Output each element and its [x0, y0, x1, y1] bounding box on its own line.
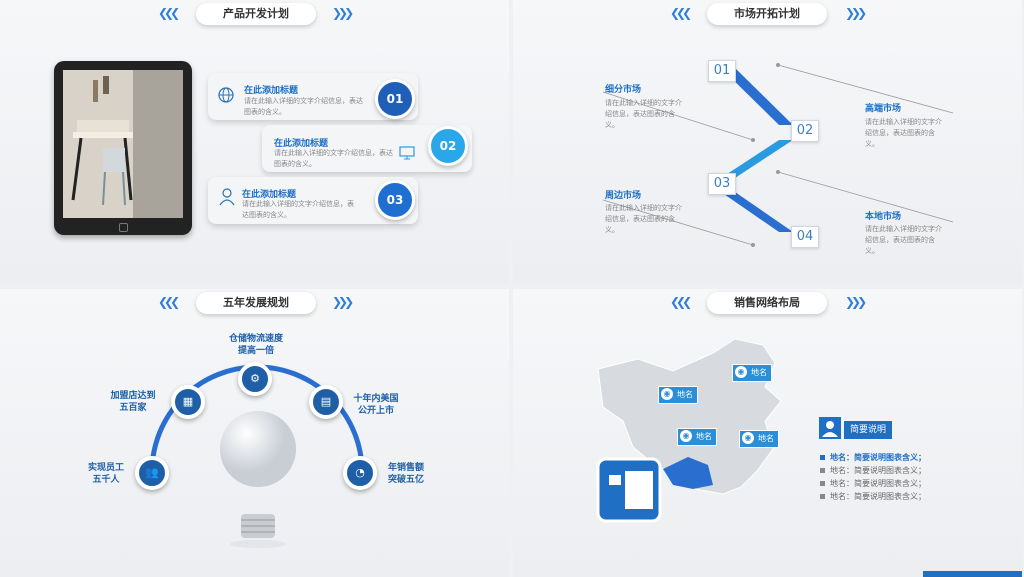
- legend-title: 简要说明: [844, 421, 893, 439]
- arc-diagram: [149, 364, 365, 548]
- legend-item-2: 地名：简要说明图表含义；: [820, 464, 926, 477]
- market-num-3: 03: [708, 173, 736, 195]
- monitor-icon: [399, 145, 415, 164]
- location-icon: ◉: [661, 388, 673, 400]
- legend-item-4: 地名：简要说明图表含义；: [820, 490, 926, 503]
- corner-accent-bar: [923, 571, 1022, 577]
- right-chevrons-icon: ❯❯❯: [845, 6, 867, 20]
- card-2-title: 在此添加标题: [274, 139, 329, 149]
- step-02-badge: 02: [428, 126, 468, 166]
- node-label-2: 加盟店达到 五百家: [110, 391, 156, 413]
- legend-item-3: 地名：简要说明图表含义；: [820, 477, 926, 490]
- node-chart: ▦: [171, 385, 205, 419]
- step-03-badge: 03: [375, 180, 415, 220]
- legend-item-1: 地名：简要说明图表含义；: [820, 451, 926, 464]
- person-icon: [819, 417, 841, 439]
- map-pin-4[interactable]: ◉地名: [739, 430, 779, 448]
- left-chevrons-icon: ❮❮❮: [158, 295, 180, 309]
- map-pin-1[interactable]: ◉地名: [658, 386, 698, 404]
- node-label-4: 十年内美国 公开上市: [353, 394, 399, 416]
- card-3-title: 在此添加标题: [242, 190, 297, 200]
- card-2-desc: 请在此输入详细的文字介绍信息，表达图表的含义。: [274, 149, 393, 168]
- right-chevrons-icon: ❯❯❯: [332, 295, 354, 309]
- map-pin-2[interactable]: ◉地名: [732, 364, 772, 382]
- label-1-desc: 请在此输入详细的文字介绍信息，表达图表的含义。: [605, 99, 682, 129]
- market-num-4: 04: [791, 226, 819, 248]
- right-chevrons-icon: ❯❯❯: [332, 6, 354, 20]
- label-3-title: 周边市场: [605, 191, 642, 201]
- market-num-1: 01: [708, 60, 736, 82]
- left-chevrons-icon: ❮❮❮: [158, 6, 180, 20]
- card-1-desc: 请在此输入详细的文字介绍信息，表达图表的含义。: [244, 97, 363, 116]
- node-label-3: 仓储物流速度 提高一倍: [228, 334, 283, 356]
- people-icon: 👥: [145, 466, 159, 479]
- label-4-desc: 请在此输入详细的文字介绍信息，表达图表的含义。: [865, 225, 942, 255]
- tablet-device: [54, 61, 192, 235]
- panel-title: 市场开拓计划: [707, 3, 827, 25]
- left-chevrons-icon: ❮❮❮: [670, 6, 692, 20]
- node-settings: ⚙: [238, 362, 272, 396]
- map-pin-3[interactable]: ◉地名: [677, 428, 717, 446]
- panel-title: 销售网络布局: [707, 292, 827, 314]
- label-2-title: 高端市场: [865, 104, 902, 114]
- location-icon: ◉: [735, 366, 747, 378]
- node-label-1: 实现员工 五千人: [87, 463, 124, 485]
- right-chevrons-icon: ❯❯❯: [845, 295, 867, 309]
- label-1-title: 细分市场: [605, 85, 642, 95]
- panel-title: 产品开发计划: [196, 3, 316, 25]
- panel-title: 五年发展规划: [196, 292, 316, 314]
- tablet-screen: [63, 70, 183, 218]
- home-button: [119, 223, 128, 232]
- card-3-desc: 请在此输入详细的文字介绍信息，表达图表的含义。: [242, 200, 354, 219]
- five-year-plan-panel: ❮❮❮ 五年发展规划 ❯❯❯ 👥 ▦ ⚙ ▤ ◔ 实现员工 五千人 加盟店达到 …: [0, 289, 509, 577]
- node-document: ▤: [309, 385, 343, 419]
- location-icon: ◉: [680, 430, 692, 442]
- label-4-title: 本地市场: [865, 212, 902, 222]
- legend-list: 地名：简要说明图表含义； 地名：简要说明图表含义； 地名：简要说明图表含义； 地…: [820, 451, 926, 503]
- label-2-desc: 请在此输入详细的文字介绍信息，表达图表的含义。: [865, 118, 942, 148]
- product-plan-panel: ❮❮❮ 产品开发计划 ❯❯❯ 在此添加标题 请在此输入: [0, 0, 509, 285]
- zigzag-diagram: [602, 63, 954, 247]
- globe-icon: [218, 87, 234, 107]
- left-chevrons-icon: ❮❮❮: [670, 295, 692, 309]
- node-pie: ◔: [343, 456, 377, 490]
- desk-photo: [63, 70, 183, 218]
- pie-icon: ◔: [355, 466, 365, 479]
- sales-network-panel: ❮❮❮ 销售网络布局 ❯❯❯ ◉地名 ◉地名 ◉地名 ◉地名 简要说明 地名：简…: [513, 289, 1022, 577]
- chart-icon: ▦: [182, 395, 194, 408]
- card-1-title: 在此添加标题: [244, 86, 299, 96]
- market-num-2: 02: [791, 120, 819, 142]
- location-icon: ◉: [742, 432, 754, 444]
- step-01-badge: 01: [375, 79, 415, 119]
- document-icon: ▤: [320, 395, 332, 408]
- label-3-desc: 请在此输入详细的文字介绍信息，表达图表的含义。: [605, 204, 682, 234]
- market-plan-panel: ❮❮❮ 市场开拓计划 ❯❯❯ 01 02 03 04 细分市场 请在此输入详细的…: [513, 0, 1022, 285]
- user-icon: [219, 188, 235, 210]
- node-people: 👥: [135, 456, 169, 490]
- settings-icon: ⚙: [250, 372, 260, 385]
- node-label-5: 年销售额 突破五亿: [387, 463, 424, 485]
